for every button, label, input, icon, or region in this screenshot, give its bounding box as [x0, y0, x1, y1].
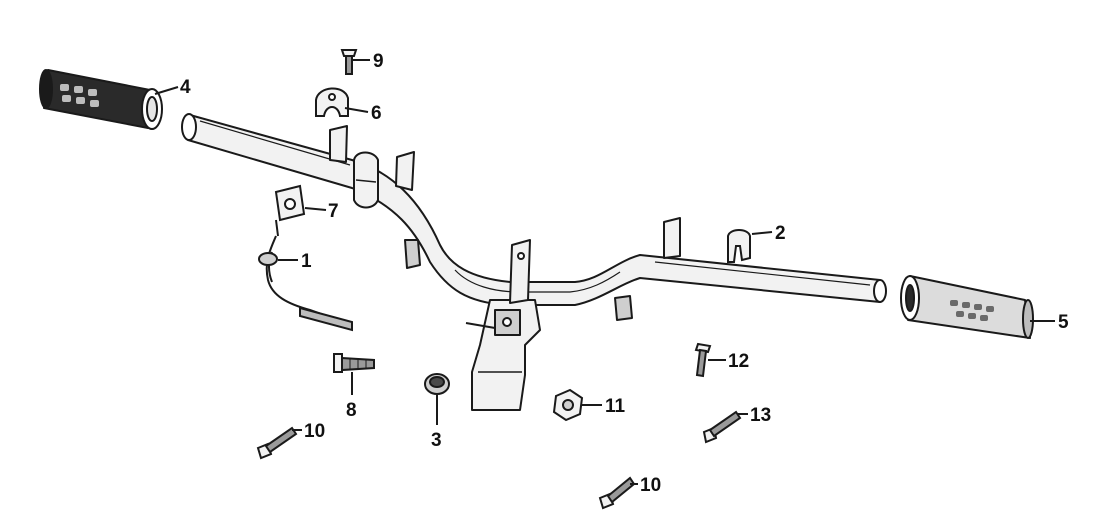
switch-bracket	[274, 184, 306, 237]
bolt-12	[694, 342, 712, 378]
stem-bracket	[465, 239, 541, 411]
callout-5: 5	[1058, 312, 1069, 333]
clamp-part	[315, 87, 349, 117]
cap-3	[424, 373, 450, 395]
callout-7: 7	[328, 201, 339, 222]
bolt-8	[333, 353, 375, 373]
left-grip	[39, 69, 163, 130]
callout-1: 1	[301, 251, 312, 272]
bolt-13	[702, 410, 742, 444]
bar-clamp	[353, 151, 379, 209]
callout-6: 6	[371, 103, 382, 124]
callout-8: 8	[346, 400, 357, 421]
callout-11: 11	[605, 396, 626, 417]
leader-lines	[154, 59, 1055, 485]
callout-13: 13	[750, 405, 771, 426]
callout-4: 4	[180, 77, 191, 98]
callout-labels: 4 9 6 7 1 2 5 12 8 3 11 13 10 10	[180, 51, 1069, 496]
right-grip	[900, 275, 1034, 339]
clamp-2	[727, 229, 751, 263]
bolt-10-bottom	[598, 476, 636, 510]
callout-3: 3	[431, 430, 442, 451]
nut-11	[552, 388, 584, 422]
callout-9: 9	[373, 51, 384, 72]
callout-2: 2	[775, 223, 786, 244]
callout-10-left: 10	[304, 421, 325, 442]
callout-10-bottom: 10	[640, 475, 661, 496]
mounting-tabs	[329, 125, 681, 321]
bolt-10-left	[256, 426, 298, 460]
switch-cable	[258, 235, 353, 332]
callout-12: 12	[728, 351, 749, 372]
screw-9	[340, 49, 358, 75]
